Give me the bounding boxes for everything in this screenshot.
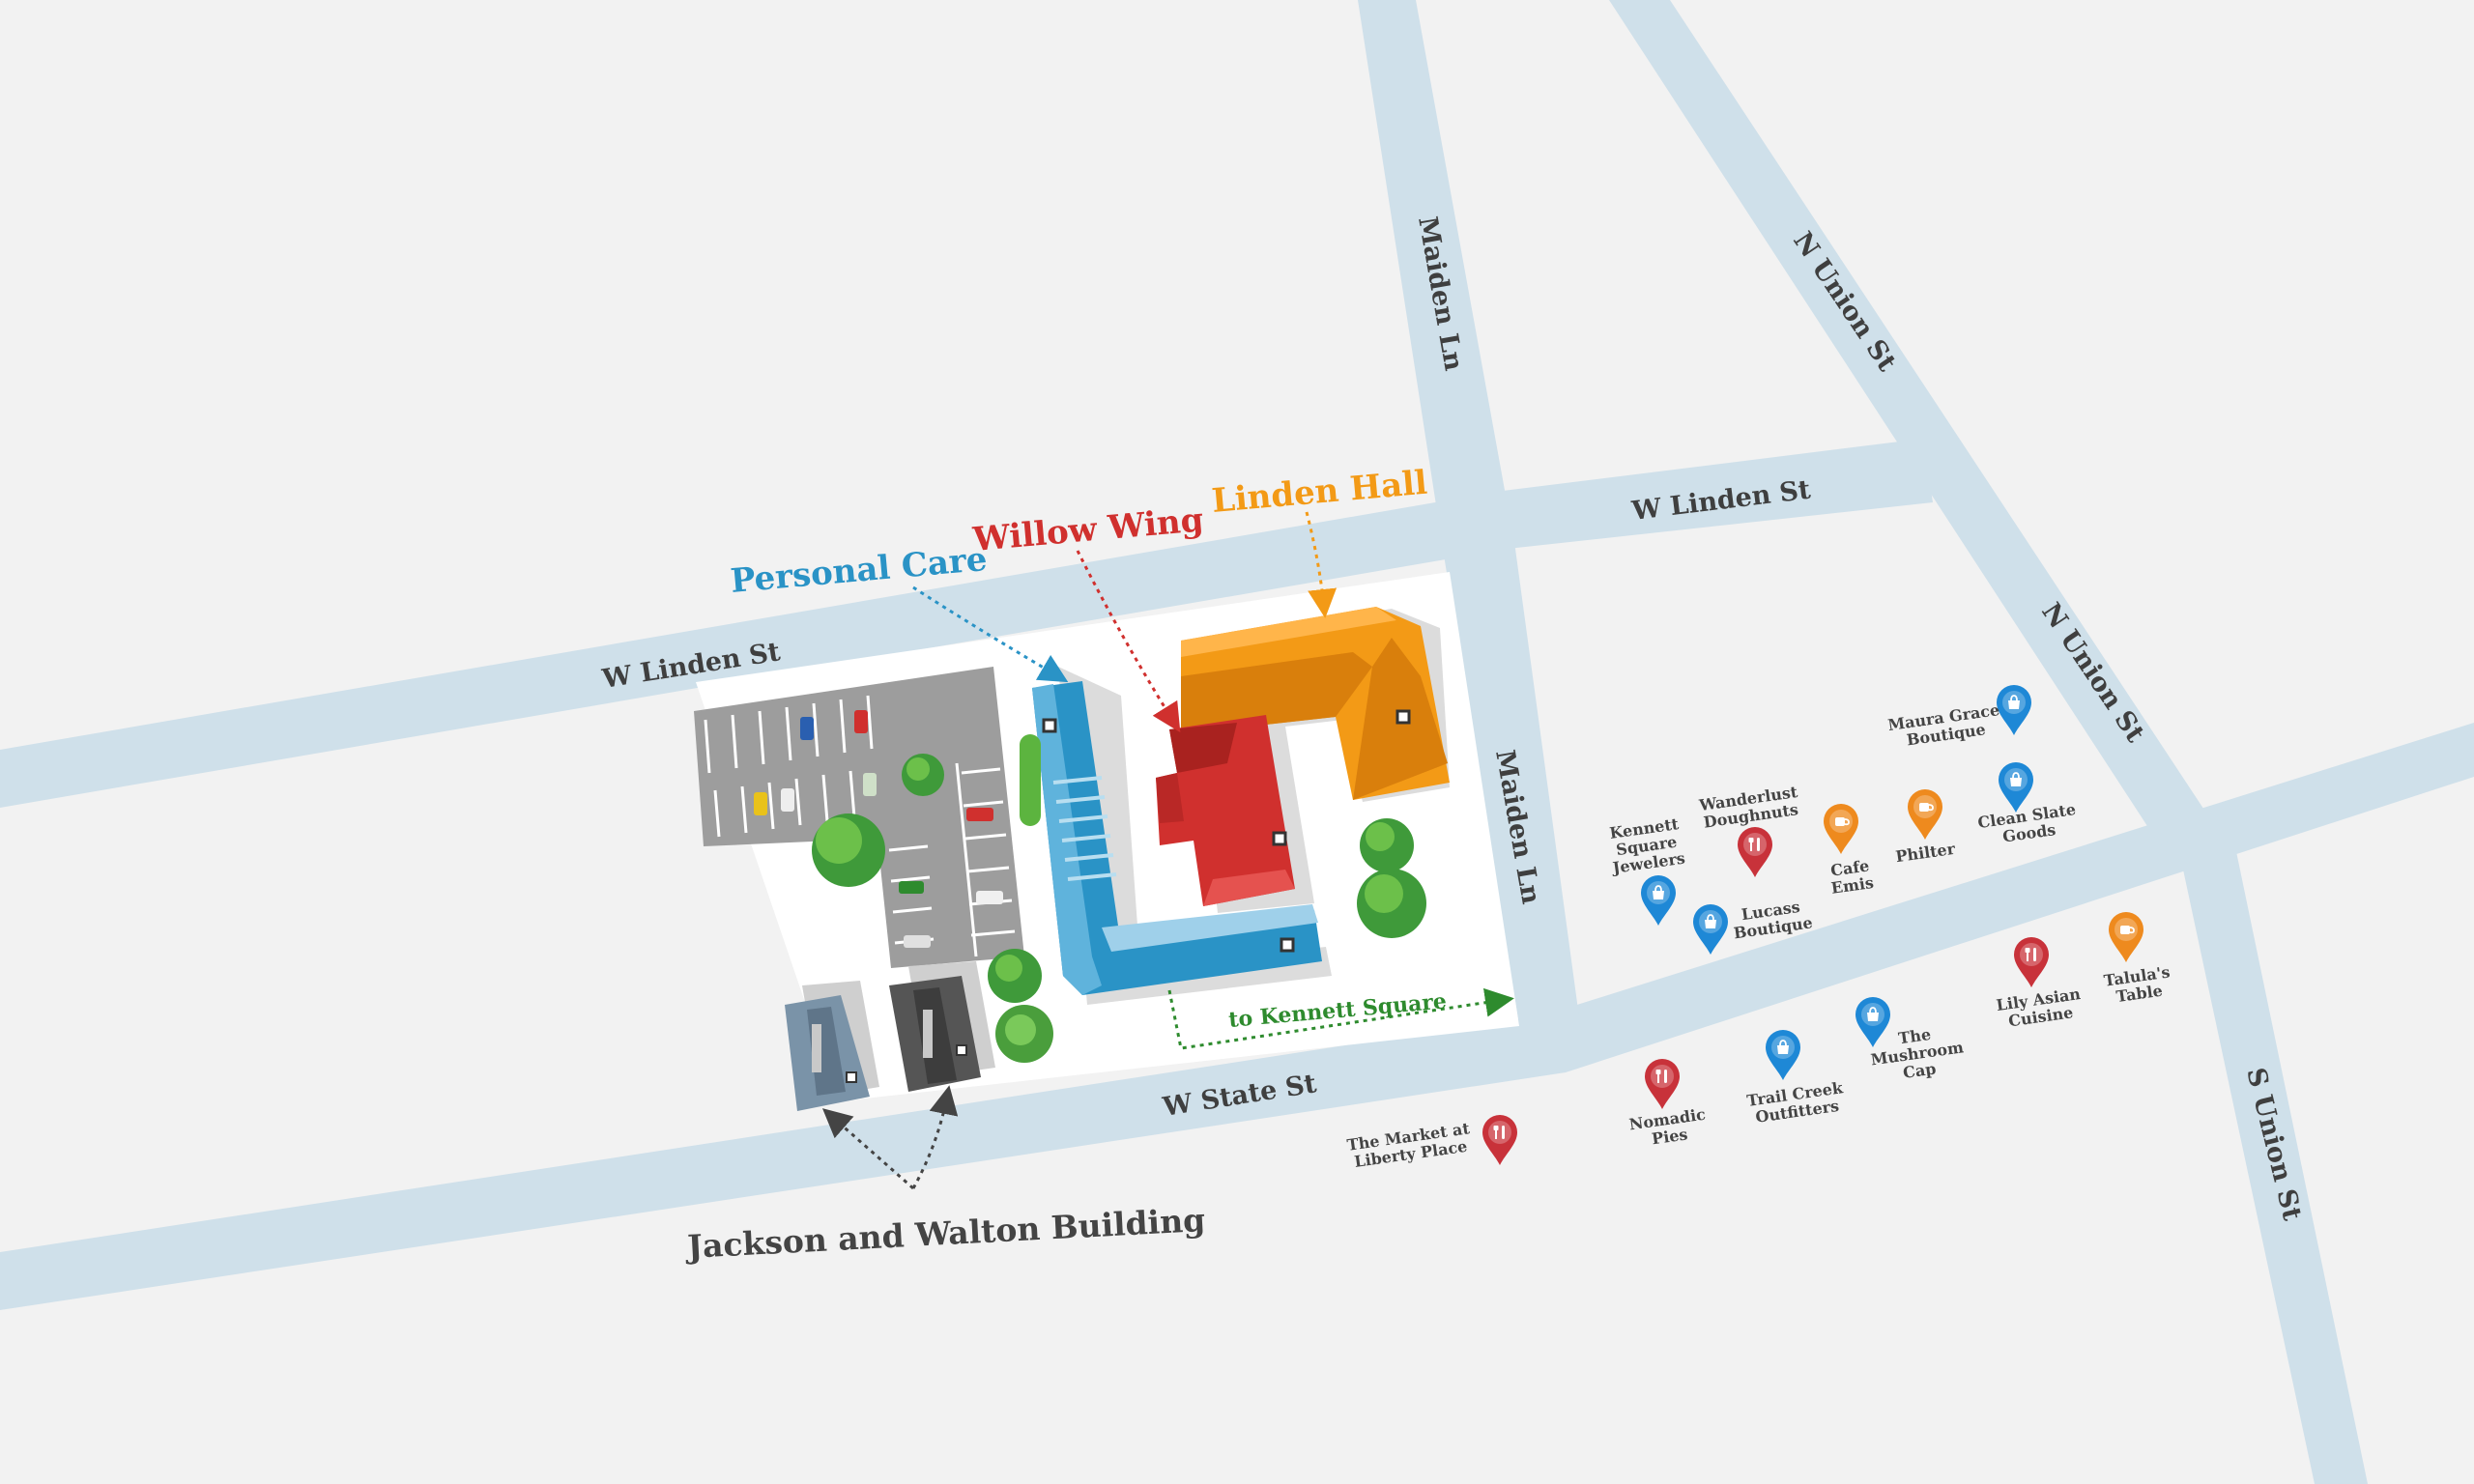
poi-mushroom-cap[interactable]: TheMushroomCap [1856,997,1968,1086]
map-pin-icon[interactable] [2014,937,2049,987]
poi-wanderlust[interactable]: WanderlustDoughnuts [1697,783,1801,877]
poi-talulas[interactable]: Talula'sTable [2103,912,2173,1008]
map-pin-icon[interactable] [1856,997,1890,1047]
arrow-jackson [821,1108,914,1190]
poi-label: Lily AsianCuisine [1995,985,2084,1032]
building-willow-wing [1156,715,1314,913]
road-maiden-ln [1358,0,1580,1043]
poi-maura-grace[interactable]: Maura GraceBoutique [1886,685,2031,752]
building-personal-care [1032,667,1332,1005]
arrow-willow-wing [1076,550,1181,733]
poi-label: Philter [1894,840,1956,866]
road-n-union-st [1609,0,2213,845]
map-pin-icon[interactable] [1908,789,1942,840]
poi-cafe-emis[interactable]: CafeEmis [1824,804,1875,898]
map-pin-icon[interactable] [1645,1059,1680,1109]
poi-label: WanderlustDoughnuts [1697,783,1801,832]
map-pin-icon[interactable] [1641,875,1676,926]
poi-market-liberty[interactable]: The Market atLiberty Place [1346,1115,1517,1172]
map-pin-icon[interactable] [1482,1115,1517,1165]
arrow-walton [911,1085,959,1189]
poi-label: Maura GraceBoutique [1886,700,2002,752]
map-pin-icon[interactable] [1693,904,1728,955]
poi-label: Trail CreekOutfitters [1745,1078,1847,1127]
poi-label: CafeEmis [1827,856,1875,898]
arrow-linden-hall [1305,511,1338,618]
poi-label: KennettSquareJewelers [1605,814,1686,877]
poi-label: Talula'sTable [2103,962,2173,1007]
map-pin-icon[interactable] [2109,912,2143,962]
poi-clean-slate[interactable]: Clean SlateGoods [1976,762,2079,849]
trees [812,734,1426,1063]
building-jackson-walton [785,961,995,1111]
map-pin-icon[interactable] [1766,1030,1800,1080]
road-w-state-st [0,723,2474,1310]
arrow-personal-care [912,585,1069,683]
label-jackson-walton: Jackson and Walton Building [683,1201,1206,1266]
poi-lily-asian[interactable]: Lily AsianCuisine [1995,937,2084,1032]
poi-trail-creek[interactable]: Trail CreekOutfitters [1745,1030,1847,1127]
arrow-to-kennett [1167,987,1514,1050]
map-pin-icon[interactable] [1997,685,2031,735]
road-s-union-st [2174,810,2368,1484]
poi-kennett-jewelers[interactable]: KennettSquareJewelers [1605,814,1686,926]
poi-philter[interactable]: Philter [1894,789,1957,866]
map-pin-icon[interactable] [1824,804,1858,854]
poi-label: NomadicPies [1627,1105,1709,1152]
poi-label: The Market atLiberty Place [1346,1119,1474,1172]
poi-nomadic-pies[interactable]: NomadicPies [1627,1059,1709,1151]
map-pin-icon[interactable] [1999,762,2033,813]
map-pin-icon[interactable] [1738,827,1772,877]
poi-label: Clean SlateGoods [1976,800,2079,849]
